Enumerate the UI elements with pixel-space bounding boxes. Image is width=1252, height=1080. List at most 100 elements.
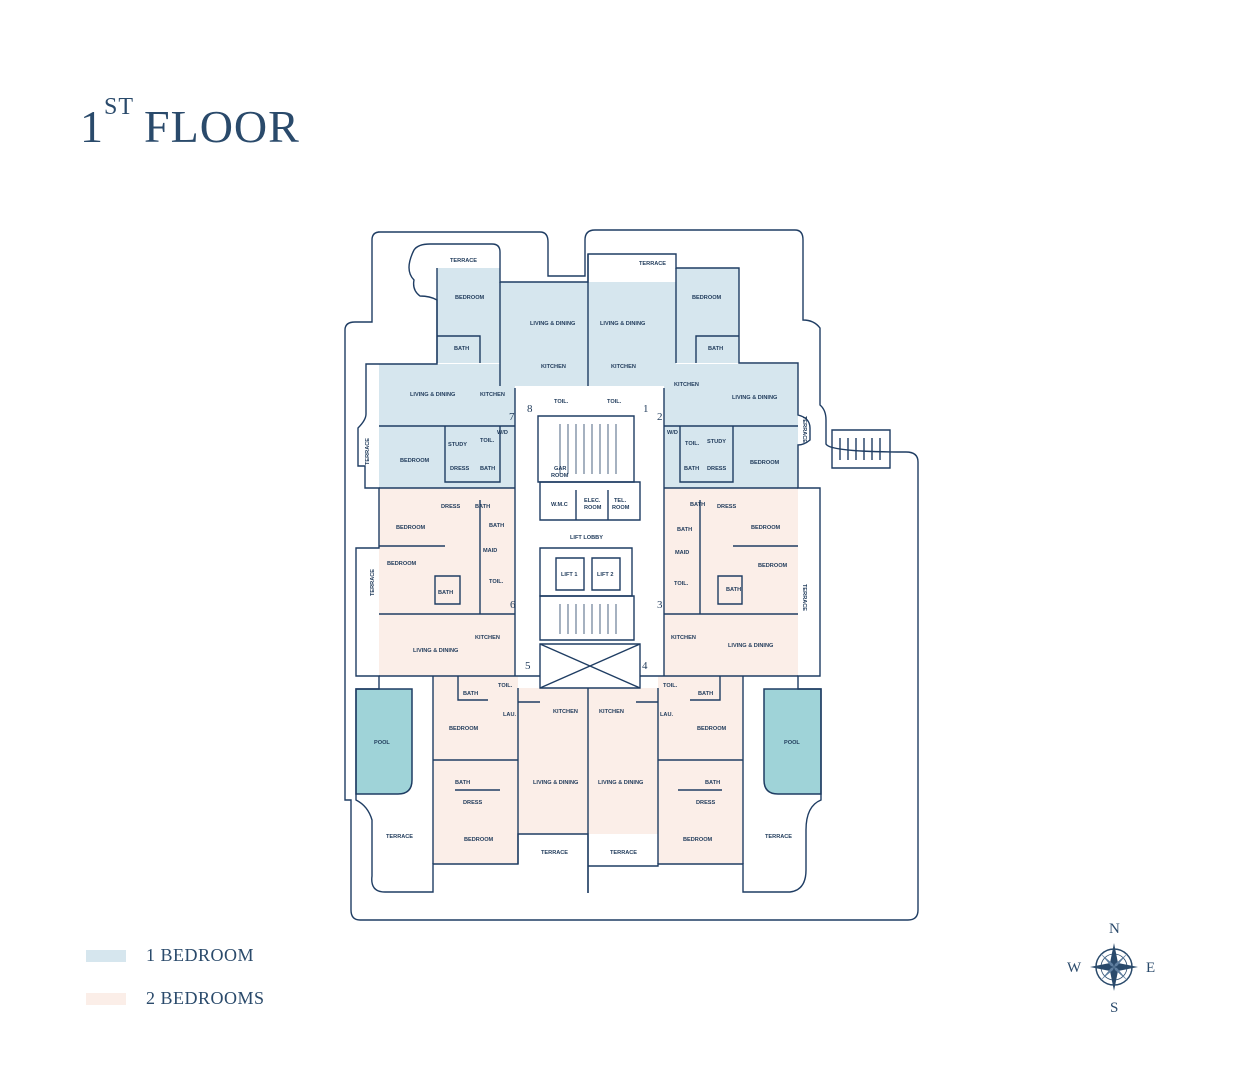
label-terrace: TERRACE [801,416,807,443]
unit-number-1: 1 [643,403,649,415]
unit-number-8: 8 [527,403,533,415]
label-bath: BATH [454,346,469,352]
label-terrace: TERRACE [450,258,477,264]
label-bath: BATH [726,587,741,593]
label-washer-dryer: W/D [497,430,508,436]
compass-north: N [1109,921,1120,937]
compass-south: S [1110,1000,1118,1016]
label-bath: BATH [705,780,720,786]
unit-number-6: 6 [510,599,516,611]
label-bedroom: BEDROOM [396,525,426,531]
label-toilet: TOIL. [498,683,513,689]
label-terrace: TERRACE [801,584,807,611]
unit-number-5: 5 [525,660,531,672]
label-dress: DRESS [717,504,737,510]
label-toilet: TOIL. [554,399,569,405]
label-kitchen: KITCHEN [671,635,696,641]
label-kitchen: KITCHEN [553,709,578,715]
label-lift-2: LIFT 2 [597,572,613,578]
label-living-dining: LIVING & DINING [728,643,773,649]
one-bedroom-areas [379,268,798,488]
label-toilet: TOIL. [480,438,495,444]
legend-swatch [86,992,126,1005]
label-terrace: TERRACE [370,569,376,596]
label-terrace: TERRACE [610,850,637,856]
label-living-dining: LIVING & DINING [598,780,643,786]
label-bedroom: BEDROOM [751,525,781,531]
label-terrace: TERRACE [386,834,413,840]
unit-numbers: 1 2 3 4 5 6 7 8 [509,403,663,672]
label-elec-room-2: ROOM [584,505,602,511]
label-tel-room: TEL. [614,498,627,504]
label-terrace: TERRACE [765,834,792,840]
label-elec-room: ELEC. [584,498,601,504]
label-bedroom: BEDROOM [750,460,780,466]
label-bath: BATH [438,590,453,596]
label-dress: DRESS [450,466,470,472]
label-study: STUDY [448,442,467,448]
label-bath: BATH [480,466,495,472]
label-terrace: TERRACE [639,261,666,267]
label-terrace: TERRACE [541,850,568,856]
label-dress: DRESS [441,504,461,510]
unit-number-4: 4 [642,660,648,672]
compass-east: E [1146,960,1155,976]
label-bath: BATH [475,504,490,510]
label-bedroom: BEDROOM [387,561,417,567]
label-bath: BATH [463,691,478,697]
label-living-dining: LIVING & DINING [413,648,458,654]
label-bath: BATH [684,466,699,472]
label-maid: MAID [483,548,497,554]
label-kitchen: KITCHEN [611,364,636,370]
label-laundry: LAU. [503,712,516,718]
unit-number-3: 3 [657,599,663,611]
label-maid: MAID [675,550,689,556]
label-gar-room: GAR [554,466,566,472]
label-kitchen: KITCHEN [541,364,566,370]
label-bedroom: BEDROOM [697,726,727,732]
pool-east [763,688,822,795]
label-bath: BATH [489,523,504,529]
label-dress: DRESS [707,466,727,472]
label-living-dining: LIVING & DINING [732,395,777,401]
title-superscript: ST [104,94,135,120]
label-bath: BATH [698,691,713,697]
label-kitchen: KITCHEN [599,709,624,715]
label-bedroom: BEDROOM [449,726,479,732]
label-bedroom: BEDROOM [758,563,788,569]
label-gar-room-2: ROOM [551,473,569,479]
label-laundry: LAU. [660,712,673,718]
title-number: 1 [80,101,104,152]
label-toilet: TOIL. [663,683,678,689]
compass-icon: N E S W [1067,921,1155,1016]
legend-label: 2 BEDROOMS [146,988,265,1008]
legend-two-bedrooms: 2 BEDROOMS [86,988,265,1009]
label-kitchen: KITCHEN [674,382,699,388]
label-pool: POOL [374,740,390,746]
label-terrace: TERRACE [365,438,371,465]
label-wmc: W.M.C [551,502,568,508]
label-dress: DRESS [463,800,483,806]
label-toilet: TOIL. [685,441,700,447]
label-washer-dryer: W/D [667,430,678,436]
label-toilet: TOIL. [674,581,689,587]
unit-number-7: 7 [509,411,515,423]
label-pool: POOL [784,740,800,746]
legend-label: 1 BEDROOM [146,945,255,965]
label-bath: BATH [455,780,470,786]
room-labels: TERRACE TERRACE BEDROOM BEDROOM LIVING &… [365,258,807,856]
label-bath: BATH [708,346,723,352]
label-living-dining: LIVING & DINING [600,321,645,327]
pool-west [355,688,413,795]
label-tel-room-2: ROOM [612,505,630,511]
label-toilet: TOIL. [489,579,504,585]
label-living-dining: LIVING & DINING [410,392,455,398]
label-bedroom: BEDROOM [683,837,713,843]
label-bedroom: BEDROOM [464,837,494,843]
label-living-dining: LIVING & DINING [533,780,578,786]
compass-west: W [1067,960,1082,976]
unit-number-2: 2 [657,411,663,423]
two-bedroom-areas [379,488,798,864]
